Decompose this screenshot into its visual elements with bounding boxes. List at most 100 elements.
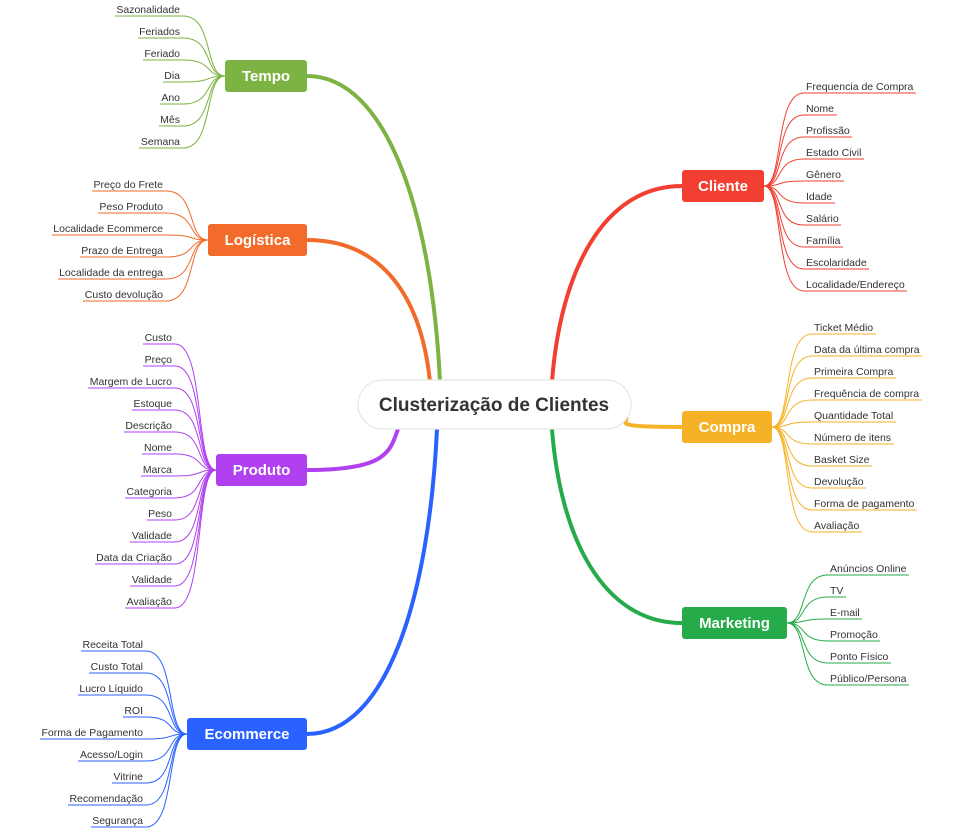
ecommerce-leaf[interactable]: Lucro Líquido xyxy=(78,683,188,735)
cliente-leaf[interactable]: Nome xyxy=(763,103,837,187)
branch-cliente-label: Cliente xyxy=(698,178,748,195)
branch-compra[interactable]: Compra xyxy=(682,411,772,443)
logistica-leaf-label: Prazo de Entrega xyxy=(81,245,163,257)
produto-leaf[interactable]: Nome xyxy=(142,442,217,471)
produto-leaf-connector xyxy=(132,409,217,471)
compra-leaf-connector xyxy=(771,426,872,467)
cliente-leaf[interactable]: Frequencia de Compra xyxy=(763,81,916,187)
branch-cliente-box xyxy=(682,170,764,202)
compra-leaf[interactable]: Data da última compra xyxy=(771,344,922,428)
cliente-leaf[interactable]: Idade xyxy=(763,185,835,204)
cliente-leaf-label: Família xyxy=(806,235,841,247)
branch-produto[interactable]: Produto xyxy=(216,454,307,486)
logistica-leaf[interactable]: Custo devolução xyxy=(83,239,209,302)
marketing-leaf[interactable]: E-mail xyxy=(786,607,862,624)
compra-leaf[interactable]: Ticket Médio xyxy=(771,322,876,428)
cliente-leaf[interactable]: Localidade/Endereço xyxy=(763,185,907,292)
branch-cliente[interactable]: Cliente xyxy=(682,170,764,202)
logistica-leaf[interactable]: Peso Produto xyxy=(98,201,209,241)
marketing-leaf-connector xyxy=(786,622,880,642)
cliente-leaf-connector xyxy=(763,92,916,187)
compra-leaf[interactable]: Número de itens xyxy=(771,426,894,445)
produto-leaf[interactable]: Custo xyxy=(143,332,217,471)
ecommerce-leaf-label: Forma de Pagamento xyxy=(41,727,143,739)
marketing-leaf-label: Promoção xyxy=(830,629,878,641)
tempo-leaf[interactable]: Feriados xyxy=(138,26,226,77)
ecommerce-leaf-connector xyxy=(89,672,188,735)
produto-leaf[interactable]: Categoria xyxy=(125,469,217,499)
compra-leaf[interactable]: Basket Size xyxy=(771,426,872,467)
produto-leaf[interactable]: Marca xyxy=(141,464,217,477)
cliente-leaf[interactable]: Salário xyxy=(763,185,841,226)
tempo-leaf-connector xyxy=(163,75,226,83)
logistica-leaf[interactable]: Prazo de Entrega xyxy=(80,239,209,258)
produto-leaf[interactable]: Estoque xyxy=(132,398,217,471)
tempo-leaf[interactable]: Sazonalidade xyxy=(115,4,226,77)
cliente-leaf[interactable]: Estado Civil xyxy=(763,147,864,187)
compra-leaf-label: Ticket Médio xyxy=(814,322,873,334)
ecommerce-connector xyxy=(305,427,439,736)
compra-leaf[interactable]: Primeira Compra xyxy=(771,366,896,428)
cliente-leaf-label: Escolaridade xyxy=(806,257,867,269)
cliente-leaf-label: Localidade/Endereço xyxy=(806,279,905,291)
produto-leaf[interactable]: Preço xyxy=(143,354,217,471)
logistica-leaf-connector xyxy=(98,212,209,241)
tempo-leaf[interactable]: Semana xyxy=(139,75,226,149)
tempo-leaf-label: Ano xyxy=(161,92,180,104)
produto-leaf[interactable]: Margem de Lucro xyxy=(88,376,217,471)
marketing-leaf[interactable]: Ponto Físico xyxy=(786,622,891,664)
ecommerce-leaf[interactable]: Segurança xyxy=(91,733,188,828)
produto-leaf[interactable]: Descrição xyxy=(124,420,217,471)
ecommerce-leaf[interactable]: Recomendação xyxy=(68,733,188,806)
ecommerce-leaf-connector xyxy=(78,733,188,762)
cliente-leaf[interactable]: Profissão xyxy=(763,125,852,187)
cliente-leaf[interactable]: Gênero xyxy=(763,169,844,187)
branch-logistica[interactable]: Logística xyxy=(208,224,307,256)
compra-leaf-label: Data da última compra xyxy=(814,344,920,356)
cliente-leaf-connector xyxy=(763,185,907,292)
produto-leaf-connector xyxy=(88,387,217,471)
marketing-leaf[interactable]: Anúncios Online xyxy=(786,563,909,624)
ecommerce-leaf[interactable]: Forma de Pagamento xyxy=(40,727,188,740)
produto-leaf-label: Descrição xyxy=(125,420,172,432)
ecommerce-leaf-label: Acesso/Login xyxy=(80,749,143,761)
produto-leaf-label: Validade xyxy=(132,574,172,586)
ecommerce-leaf[interactable]: Acesso/Login xyxy=(78,733,188,762)
branch-produto-box xyxy=(216,454,307,486)
ecommerce-leaf-label: ROI xyxy=(124,705,143,717)
compra-leaf[interactable]: Quantidade Total xyxy=(771,410,896,428)
produto-leaf-connector xyxy=(125,469,217,499)
logistica-leaf[interactable]: Preço do Frete xyxy=(92,179,209,241)
branch-ecommerce[interactable]: Ecommerce xyxy=(187,718,307,750)
cliente-leaf-connector xyxy=(763,185,841,226)
compra-leaf-connector xyxy=(771,421,896,428)
tempo-leaf-label: Sazonalidade xyxy=(116,4,180,16)
ecommerce-leaf-connector xyxy=(123,716,188,735)
marketing-leaf[interactable]: Público/Persona xyxy=(786,622,909,686)
ecommerce-leaf[interactable]: Receita Total xyxy=(81,639,188,735)
logistica-leaf[interactable]: Localidade da entrega xyxy=(58,239,209,280)
compra-leaf-label: Devolução xyxy=(814,476,864,488)
tempo-leaf[interactable]: Ano xyxy=(160,75,226,105)
branch-tempo[interactable]: Tempo xyxy=(225,60,307,92)
ecommerce-leaf[interactable]: Custo Total xyxy=(89,661,188,735)
branch-marketing-box xyxy=(682,607,787,639)
marketing-leaf[interactable]: Promoção xyxy=(786,622,880,642)
ecommerce-leaf-label: Lucro Líquido xyxy=(79,683,143,695)
branch-marketing[interactable]: Marketing xyxy=(682,607,787,639)
logistica-leaf[interactable]: Localidade Ecommerce xyxy=(52,223,209,241)
tempo-leaf-connector xyxy=(115,15,226,77)
ecommerce-leaf-connector xyxy=(78,694,188,735)
marketing-leaf-connector xyxy=(786,574,909,624)
compra-leaf[interactable]: Frequência de compra xyxy=(771,388,922,428)
marketing-leaf-label: Anúncios Online xyxy=(830,563,907,575)
central-node[interactable]: Clusterização de Clientes xyxy=(357,379,632,430)
produto-leaf[interactable]: Avaliação xyxy=(125,469,217,609)
ecommerce-leaf[interactable]: ROI xyxy=(123,705,188,735)
produto-leaf-connector xyxy=(141,469,217,477)
marketing-leaf[interactable]: TV xyxy=(786,585,846,624)
produto-leaf-connector xyxy=(143,365,217,471)
compra-leaf[interactable]: Avaliação xyxy=(771,426,862,533)
tempo-leaf[interactable]: Feriado xyxy=(143,48,226,77)
tempo-leaf[interactable]: Dia xyxy=(163,70,226,83)
